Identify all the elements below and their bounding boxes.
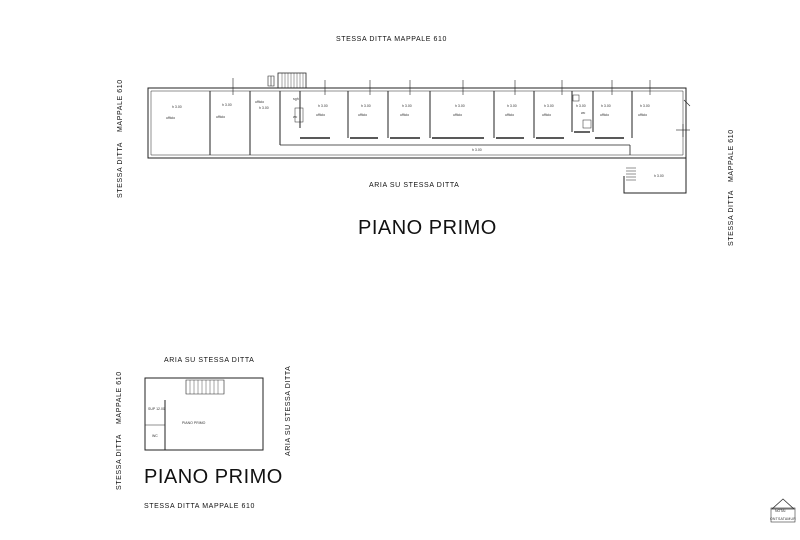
small-room-wc: WC [152,434,158,438]
main-building-outline [147,87,687,159]
svg-text:h 3.00: h 3.00 [455,104,465,108]
small-plan-outline [144,377,264,451]
svg-text:h 3.00: h 3.00 [222,103,232,107]
main-floor-title: PIANO PRIMO [358,217,497,239]
svg-text:h 3.00: h 3.00 [318,104,328,108]
small-room-label: PIANO PRIMO [182,421,206,425]
svg-text:h 3.00: h 3.00 [640,104,650,108]
svg-text:h 3.00: h 3.00 [601,104,611,108]
svg-text:sgh: sgh [293,97,299,101]
svg-text:ufficio: ufficio [255,100,264,104]
svg-text:h 3.00: h 3.00 [507,104,517,108]
svg-text:ufficio: ufficio [505,113,514,117]
svg-text:h 3.00: h 3.00 [402,104,412,108]
svg-text:ufficio: ufficio [166,116,175,120]
notary-stamp: NOTAI ONTSATAMUR [768,497,798,525]
small-room-sup: SUP 12.00 [148,407,165,411]
stamp-name: NOTAI [775,509,786,513]
svg-text:h 3.00: h 3.00 [361,104,371,108]
svg-text:ufficio: ufficio [600,113,609,117]
svg-text:h 3.00: h 3.00 [576,104,586,108]
svg-text:wc: wc [293,115,298,119]
small-floor-title: PIANO PRIMO [144,466,283,488]
svg-text:ufficio: ufficio [400,113,409,117]
room-annotations: h 3.00 ufficio h 3.00 ufficio ufficio h … [166,97,664,178]
annex-outline [620,157,687,194]
svg-text:ufficio: ufficio [316,113,325,117]
svg-text:h 3.00: h 3.00 [172,105,182,109]
small-top-label: ARIA SU STESSA DITTA [164,357,255,364]
below-building-label: ARIA SU STESSA DITTA [369,182,460,189]
svg-text:h 3.00: h 3.00 [544,104,554,108]
svg-text:h 3.00: h 3.00 [259,106,269,110]
svg-text:h 3.00: h 3.00 [654,174,664,178]
svg-text:ufficio: ufficio [542,113,551,117]
svg-text:wc: wc [581,111,586,115]
stamp-code: ONTSATAMUR [770,517,796,521]
svg-text:ufficio: ufficio [453,113,462,117]
svg-text:ufficio: ufficio [638,113,647,117]
svg-text:h 3.00: h 3.00 [472,148,482,152]
svg-text:ufficio: ufficio [358,113,367,117]
small-bottom-label: STESSA DITTA MAPPALE 610 [144,503,256,510]
stamp-icon [770,498,796,523]
top-neighbor-label: STESSA DITTA MAPPALE 610 [336,36,448,43]
svg-text:ufficio: ufficio [216,115,225,119]
